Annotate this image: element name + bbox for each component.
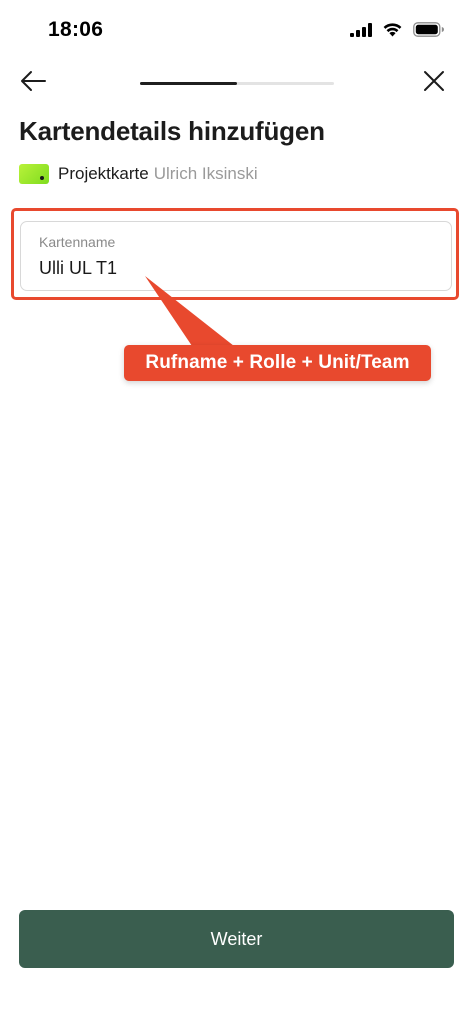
close-icon	[423, 70, 445, 97]
annotation-callout: Rufname + Rolle + Unit/Team	[124, 345, 431, 381]
status-time: 18:06	[48, 18, 104, 41]
card-info: Projektkarte Ulrich Iksinski	[19, 164, 258, 184]
card-type-label: Projektkarte	[58, 164, 149, 183]
step-progress-fill	[140, 82, 237, 85]
status-bar: 18:06	[0, 0, 473, 60]
cellular-signal-icon	[350, 22, 372, 42]
card-holder-name: Ulrich Iksinski	[153, 164, 258, 183]
close-button[interactable]	[417, 66, 451, 100]
battery-icon	[413, 22, 445, 42]
wifi-icon	[382, 22, 403, 42]
page-title: Kartendetails hinzufügen	[19, 116, 325, 146]
arrow-left-icon	[20, 70, 46, 97]
step-progress-bar	[140, 82, 334, 85]
annotation-text: Rufname + Rolle + Unit/Team	[145, 352, 410, 373]
back-button[interactable]	[16, 66, 50, 100]
card-name-label: Kartenname	[39, 234, 116, 250]
continue-button[interactable]: Weiter	[19, 910, 454, 968]
status-icons	[350, 22, 445, 42]
annotation-highlight-frame	[11, 208, 459, 300]
card-chip-dot	[40, 176, 44, 180]
card-chip-icon	[19, 164, 49, 184]
card-name-field[interactable]: Kartenname	[20, 221, 452, 291]
card-name-input[interactable]	[39, 258, 429, 279]
